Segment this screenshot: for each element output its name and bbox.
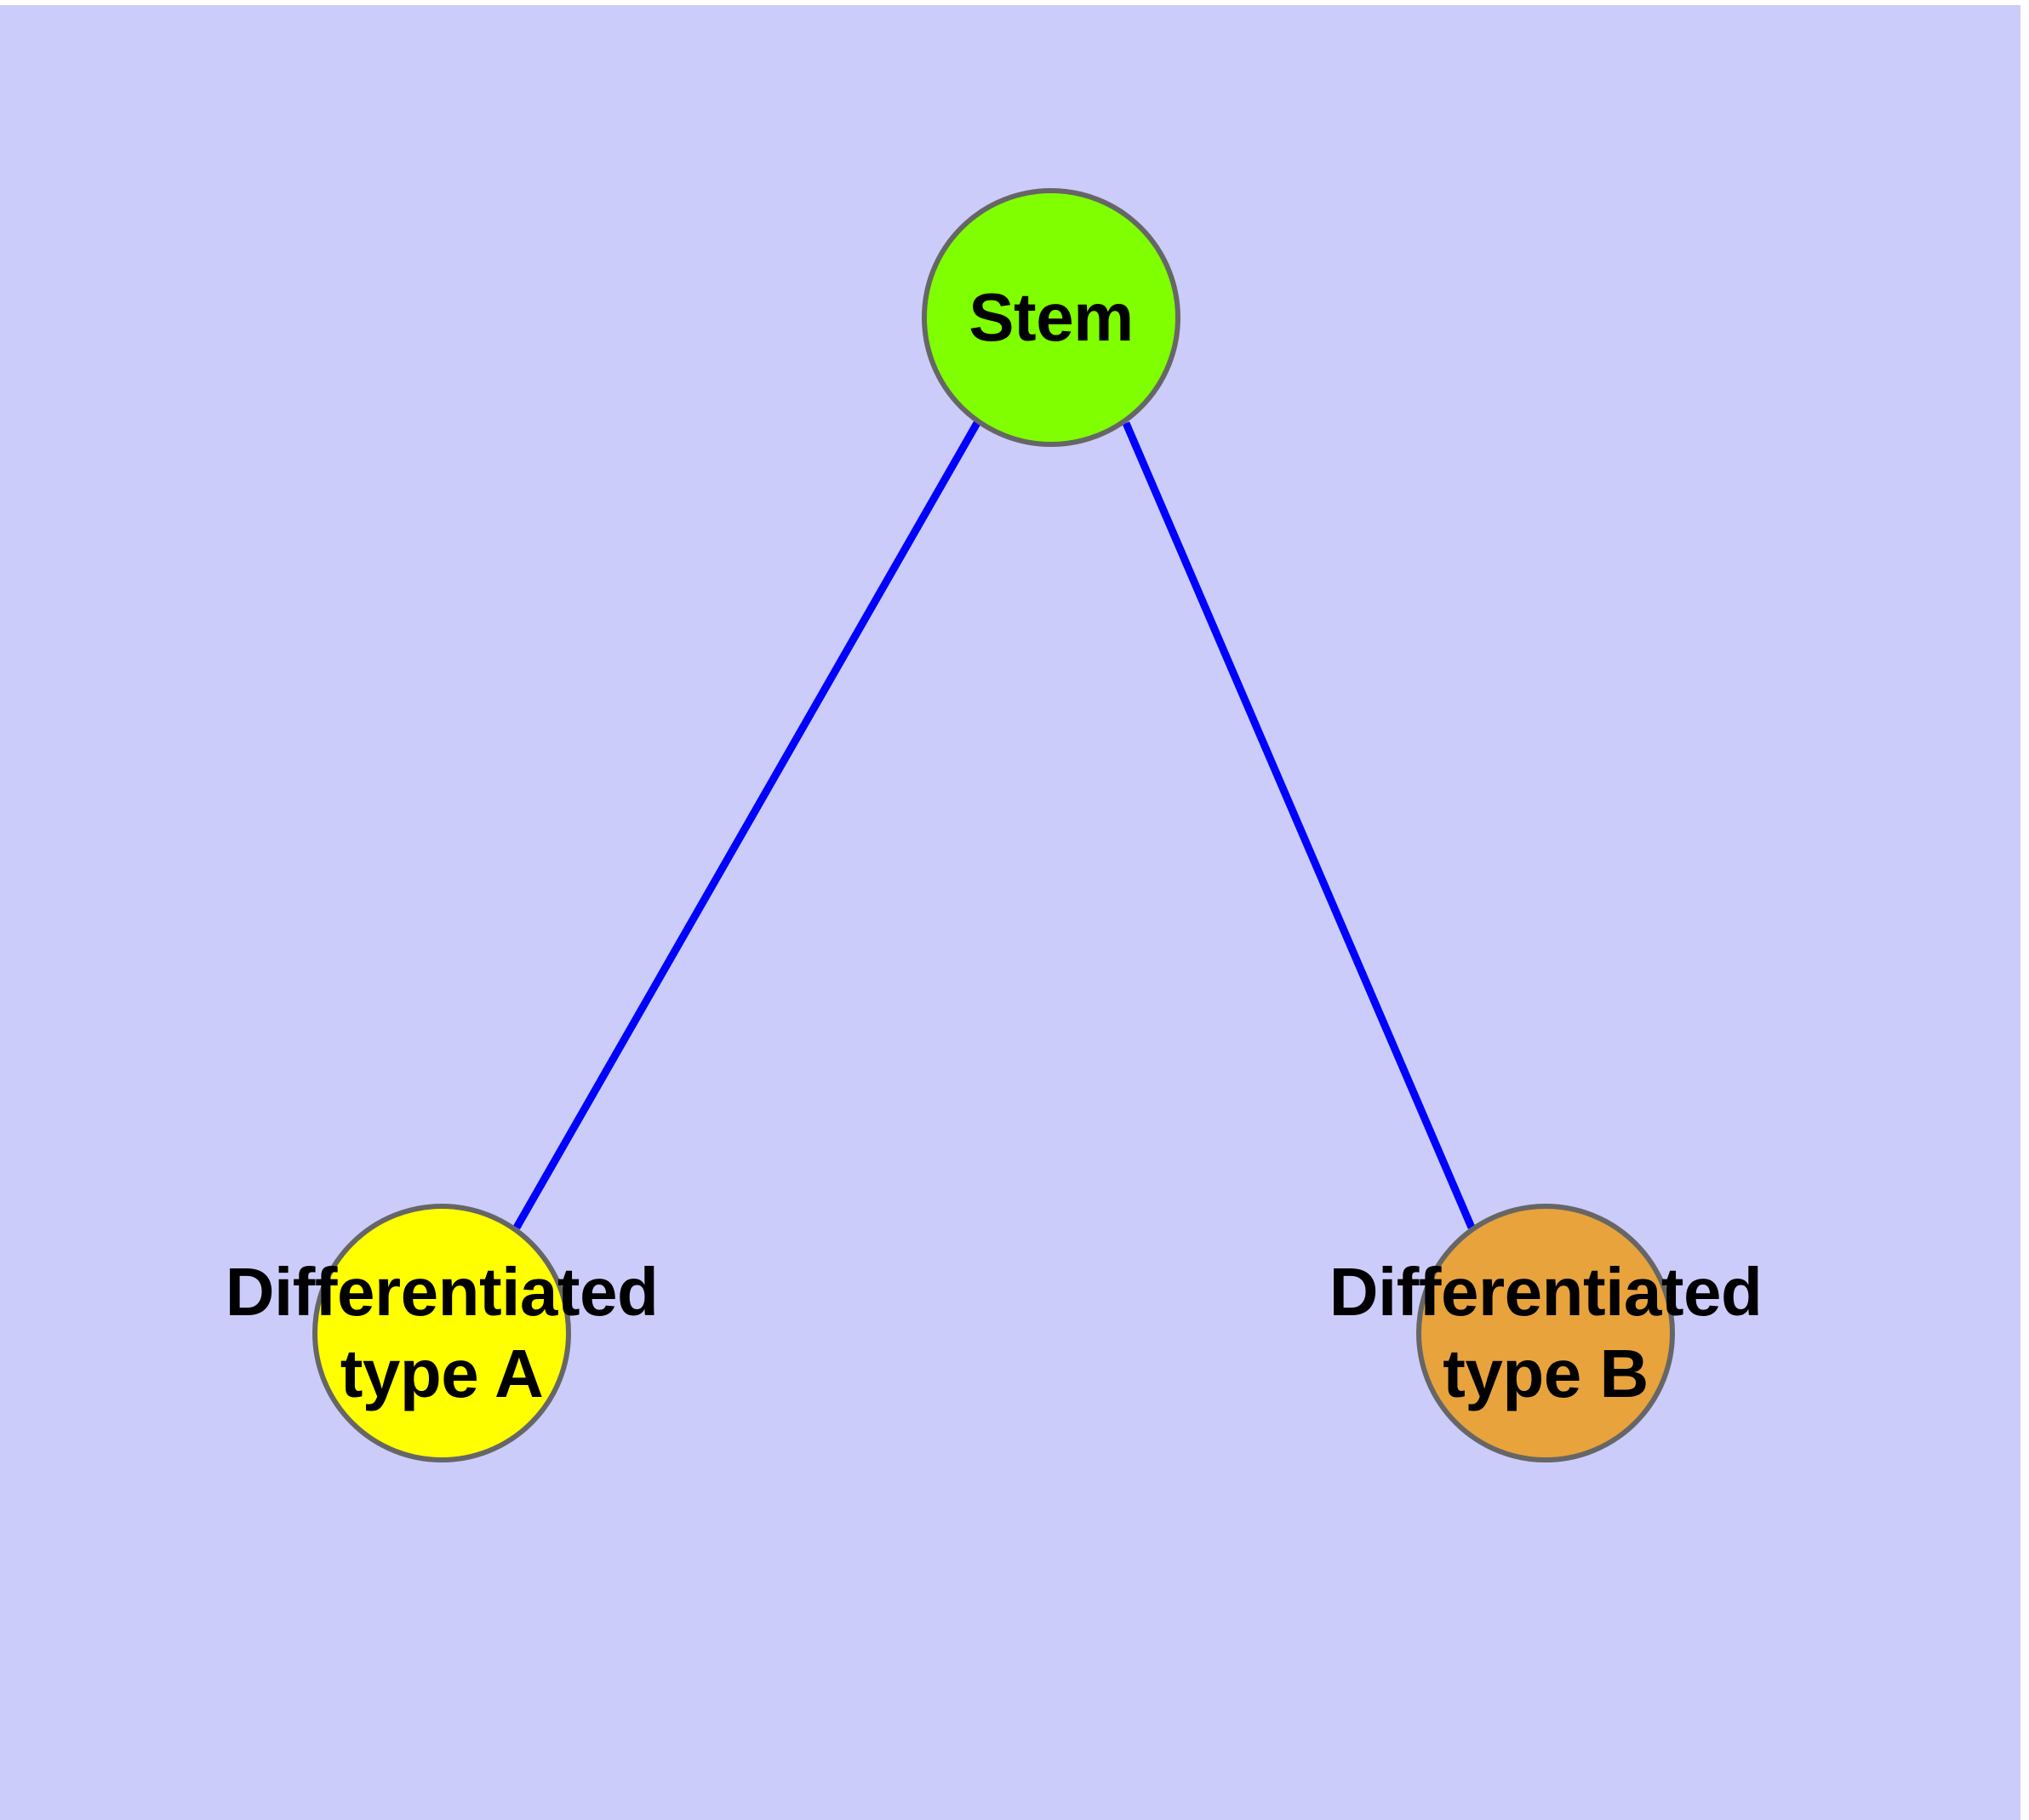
edge-stem-to-differentiated-type-a[interactable] [513,421,980,1230]
node-differentiated-type-a[interactable] [312,1204,571,1462]
edge-layer [513,421,1476,1230]
edge-stem-to-differentiated-type-b[interactable] [1122,421,1476,1229]
node-stem[interactable] [922,188,1180,447]
node-layer [312,188,1675,1462]
node-differentiated-type-b[interactable] [1416,1204,1675,1462]
